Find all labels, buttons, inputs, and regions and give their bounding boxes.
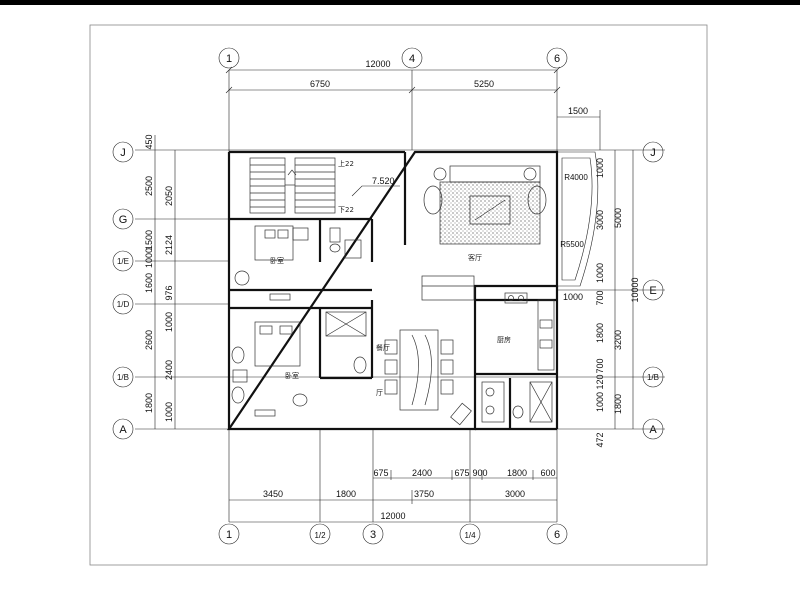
dim-right-small-2: 3000 (595, 210, 605, 230)
grid-bottom-3: 3 (370, 529, 376, 541)
dim-left-6: 2600 (144, 330, 154, 350)
grid-bubbles-right: J E 1/B A (642, 141, 664, 440)
dim-left-inner-1: 2050 (164, 186, 174, 206)
bay-width: 1000 (563, 292, 583, 302)
grid-left-j: J (120, 147, 126, 159)
dim-right-small-6: 700 (595, 358, 605, 373)
room-kitchen: 厨房 (497, 335, 511, 344)
dim-left-2: 2500 (144, 176, 154, 196)
dim-right-inner-3: 1800 (613, 394, 623, 414)
elevation-label: 7.520 (372, 176, 395, 186)
room-living: 客厅 (468, 253, 482, 262)
dim-bottom-total: 12000 (380, 511, 405, 521)
bar-counter (421, 275, 475, 301)
bedroom-top-furniture (234, 225, 309, 301)
grid-left-g: G (119, 214, 128, 226)
dim-left-inner-3: 976 (164, 285, 174, 300)
bathroom-bottom-fixtures (481, 381, 553, 423)
dim-left-9: 1000 (164, 402, 174, 422)
dim-left-8: 1800 (144, 393, 154, 413)
grid-left-1e: 1/E (117, 257, 129, 266)
grid-bottom-1: 1 (226, 529, 232, 541)
dim-bottom-r2-2: 1800 (336, 489, 356, 499)
dim-top-total: 12000 (365, 59, 390, 69)
dim-left-3: 1500 (144, 230, 154, 250)
dim-right-small-7: 120 (595, 374, 605, 389)
dim-bottom-r1-6: 600 (540, 468, 555, 478)
room-dining: 餐厅 (376, 343, 390, 352)
bottom-dimensions: 675 2400 675 900 1800 600 3450 1800 3750… (229, 468, 557, 523)
dim-bottom-r1-1: 675 (373, 468, 388, 478)
room-bedroom-top: 卧室 (270, 256, 284, 265)
grid-bottom-1-4: 1/4 (464, 531, 476, 540)
grid-right-j: J (650, 147, 656, 159)
grid-top-4: 4 (409, 53, 415, 65)
dim-right-inner-1: 5000 (613, 208, 623, 228)
dim-bottom-r2-4: 3000 (505, 489, 525, 499)
grid-lines (135, 70, 665, 522)
room-bedroom-bottom: 卧室 (285, 371, 299, 380)
bay-window: R4000 R5500 1000 (557, 151, 599, 302)
grid-top-6: 6 (554, 53, 560, 65)
stair-down-label: 下22 (338, 206, 354, 214)
grid-left-a: A (119, 424, 127, 436)
dim-bottom-r1-3: 675 (454, 468, 469, 478)
grid-bubbles-bottom: 1 1/2 3 1/4 6 (218, 523, 568, 545)
right-dimensions: 10000 5000 3200 1000 3000 1000 700 1800 … (595, 150, 640, 448)
living-room-furniture (423, 165, 547, 245)
dim-left-7: 2400 (164, 360, 174, 380)
dim-bottom-r1-4: 900 (472, 468, 487, 478)
dim-left-1: 450 (144, 134, 154, 149)
dim-top-seg-1: 6750 (310, 79, 330, 89)
bedroom-bottom-furniture (231, 321, 308, 417)
dining-table (384, 329, 472, 426)
shower-room-fixtures (325, 311, 367, 374)
top-bar (0, 0, 800, 5)
grid-left-1d: 1/D (117, 300, 130, 309)
left-dimensions: 450 2500 1500 1000 1600 2600 2400 1800 1… (144, 134, 176, 429)
dim-right-inner-2: 3200 (613, 330, 623, 350)
dim-right-small-3: 1000 (595, 263, 605, 283)
grid-left-1b: 1/B (117, 373, 129, 382)
grid-right-e: E (649, 285, 656, 297)
dim-right-total: 10000 (630, 277, 640, 302)
grid-right-1b: 1/B (647, 373, 659, 382)
dim-bottom-r2-3: 3750 (414, 489, 434, 499)
grid-right-a: A (649, 424, 657, 436)
bay-radius-2: R5500 (560, 240, 584, 249)
dim-bottom-r1-5: 1800 (507, 468, 527, 478)
dim-right-small-9: 472 (595, 432, 605, 447)
drawing-frame (89, 24, 708, 566)
grid-bubbles-left: J G 1/E 1/D 1/B A (112, 141, 134, 440)
top-dimensions: 12000 6750 5250 1500 (225, 59, 601, 150)
stair-up-label: 上22 (338, 159, 354, 168)
grid-top-1: 1 (226, 53, 232, 65)
dim-right-small-5: 1800 (595, 323, 605, 343)
dim-left-inner-2: 2124 (164, 235, 174, 255)
dim-bottom-r1-2: 2400 (412, 468, 432, 478)
dim-right-small-4: 700 (595, 290, 605, 305)
grid-bottom-1-2: 1/2 (314, 531, 326, 540)
grid-bottom-6: 6 (554, 529, 560, 541)
dim-top-seg-2: 5250 (474, 79, 494, 89)
dim-right-top-small: 1500 (568, 106, 588, 116)
dim-bottom-r2-1: 3450 (263, 489, 283, 499)
dim-left-5: 1600 (144, 273, 154, 293)
staircase (249, 157, 336, 214)
dim-right-small-1: 1000 (595, 158, 605, 178)
kitchen-fixtures (504, 292, 555, 371)
elevation-marker: 7.520 (351, 176, 400, 197)
grid-bubbles-top: 1 4 6 (218, 47, 568, 69)
dim-left-inner-4: 1000 (164, 312, 174, 332)
room-dining-extra: 厅 (376, 389, 383, 397)
dim-left-4: 1000 (144, 248, 154, 268)
dim-right-small-8: 1000 (595, 392, 605, 412)
bathroom-top-fixtures (329, 227, 362, 259)
bay-radius-1: R4000 (564, 173, 588, 182)
